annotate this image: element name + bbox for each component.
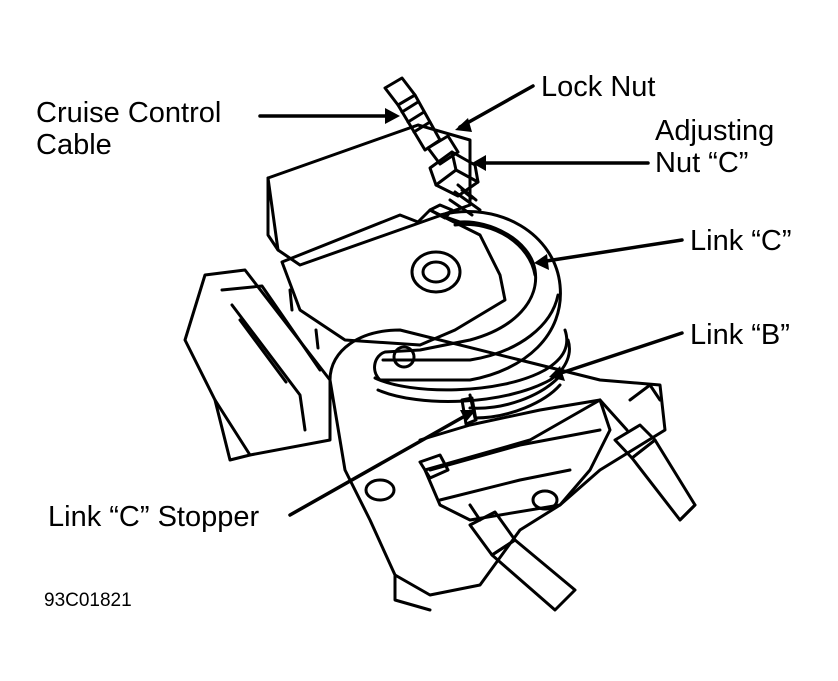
label-lock-nut: Lock Nut — [541, 71, 656, 103]
label-adjusting-nut-line2: Nut “C” — [655, 147, 749, 179]
label-cruise-control-cable-line1: Cruise Control — [36, 97, 222, 129]
lock-nut — [426, 134, 460, 166]
cruise-cable-end — [383, 76, 417, 107]
left-bracket — [183, 268, 332, 457]
lower-plate — [423, 398, 612, 522]
label-link-c-stopper: Link “C” Stopper — [48, 501, 260, 533]
mounting-hole — [410, 250, 462, 294]
throttle-body — [328, 328, 667, 597]
label-adjusting-nut-line1: Adjusting — [655, 115, 775, 147]
label-cruise-control-cable-line2: Cable — [36, 129, 112, 161]
label-link-b: Link “B” — [690, 319, 790, 351]
mounting-plate — [280, 208, 507, 347]
link-c-disc — [373, 210, 562, 382]
link-c-pin — [392, 345, 416, 369]
back-bracket-side — [266, 176, 280, 252]
back-bracket — [266, 123, 472, 267]
label-link-c: Link “C” — [690, 225, 792, 257]
figure-id: 93C01821 — [44, 590, 132, 611]
leader-arrowheads — [385, 108, 565, 422]
leader-lines — [258, 84, 684, 517]
link-b-disc — [373, 328, 569, 392]
